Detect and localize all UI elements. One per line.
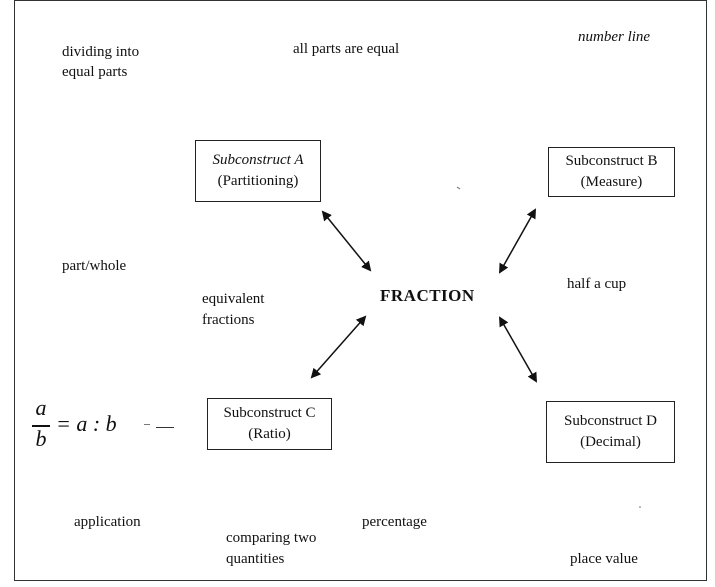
diagram-frame bbox=[14, 0, 707, 581]
subconstruct-d-subtitle: (Decimal) bbox=[580, 434, 641, 450]
label-comparing-line2: quantities bbox=[226, 551, 285, 567]
arrow-b-fraction bbox=[499, 208, 536, 274]
label-equivalent-line2: fractions bbox=[202, 312, 255, 328]
label-comparing-line1: comparing two bbox=[226, 530, 317, 546]
subconstruct-b-box: Subconstruct B (Measure) bbox=[548, 147, 675, 197]
label-application: application bbox=[74, 514, 141, 530]
formula-denominator: b bbox=[35, 426, 47, 451]
label-percentage: percentage bbox=[362, 514, 427, 530]
subconstruct-c-subtitle: (Ratio) bbox=[248, 426, 291, 442]
label-equivalent-line1: equivalent bbox=[202, 291, 265, 307]
label-dividing-line2: equal parts bbox=[62, 64, 128, 80]
subconstruct-a-title: Subconstruct A bbox=[212, 152, 304, 168]
subconstruct-d-box: Subconstruct D (Decimal) bbox=[546, 401, 675, 463]
stray-mark-1 bbox=[456, 186, 461, 190]
label-place-value: place value bbox=[570, 551, 638, 567]
subconstruct-c-title: Subconstruct C bbox=[223, 405, 316, 421]
formula-stray-mark bbox=[144, 424, 150, 425]
subconstruct-b-subtitle: (Measure) bbox=[580, 174, 643, 190]
subconstruct-a-subtitle: (Partitioning) bbox=[217, 173, 299, 189]
subconstruct-c-box: Subconstruct C (Ratio) bbox=[207, 398, 332, 450]
arrow-d-fraction bbox=[499, 316, 537, 383]
label-dividing-line1: dividing into bbox=[62, 44, 140, 60]
label-half-a-cup: half a cup bbox=[567, 276, 627, 292]
label-dividing-into-equal-parts: dividing into bbox=[62, 42, 139, 62]
formula-rhs: = a : b bbox=[56, 411, 117, 436]
formula-numerator: a bbox=[35, 395, 47, 420]
ratio-formula: a b = a : b bbox=[32, 395, 192, 455]
fraction-center-label: FRACTION bbox=[380, 286, 475, 305]
subconstruct-b-title: Subconstruct B bbox=[565, 153, 658, 169]
label-number-line: number line bbox=[578, 29, 651, 45]
subconstruct-a-box: Subconstruct A (Partitioning) bbox=[195, 140, 321, 202]
formula-fraction-bar bbox=[32, 425, 50, 427]
arrow-a-fraction bbox=[321, 210, 372, 272]
arrow-c-fraction bbox=[310, 315, 367, 379]
subconstruct-d-title: Subconstruct D bbox=[564, 413, 657, 429]
formula-dash bbox=[156, 427, 174, 428]
label-all-parts-equal: all parts are equal bbox=[293, 41, 400, 57]
label-part-whole: part/whole bbox=[62, 258, 127, 274]
stray-mark-2 bbox=[639, 506, 641, 508]
